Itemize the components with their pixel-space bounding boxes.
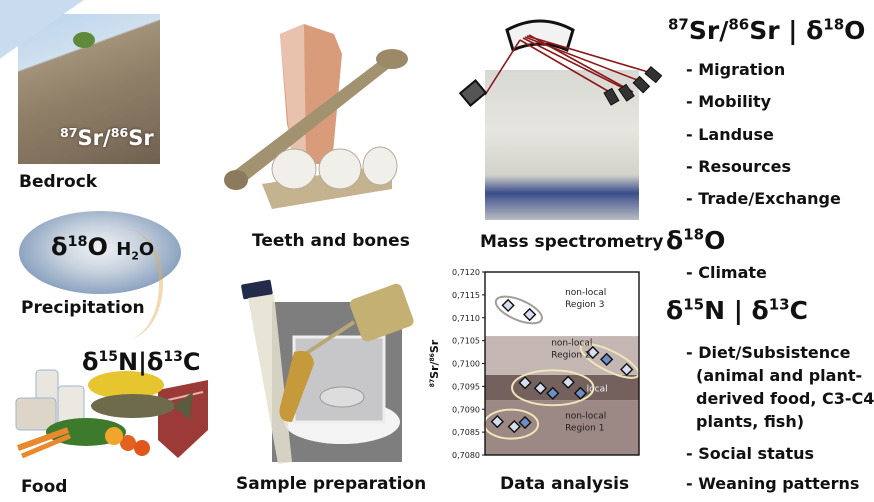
- svg-text:δ15N|δ13C: δ15N|δ13C: [82, 348, 200, 376]
- y-tick-label: 0,7080: [452, 451, 480, 460]
- precipitation-image: δ18O H2O: [19, 211, 181, 339]
- list-item: - Migration: [686, 60, 786, 79]
- group-label: Region 1: [565, 424, 604, 434]
- data-point: [533, 381, 548, 395]
- food-isotope-label: δ15N|δ13C: [82, 348, 200, 376]
- bedrock-image: 87Sr/86Sr: [0, 0, 191, 164]
- femur-icon: [224, 49, 408, 190]
- list-item: - Social status: [686, 444, 815, 463]
- list-item: - Climate: [686, 263, 767, 282]
- data-point: [600, 352, 614, 367]
- y-tick-label: 0,7110: [452, 314, 480, 323]
- data-point: [518, 376, 532, 390]
- tree-icon: [73, 32, 95, 48]
- list-item: - Trade/Exchange: [686, 189, 841, 208]
- list-item: plants, fish): [696, 412, 805, 431]
- data-point: [573, 386, 588, 400]
- data-point: [490, 414, 504, 429]
- fish-icon: [91, 392, 193, 420]
- list-item: derived food, C3-C4: [696, 389, 874, 408]
- plot-frame: [484, 271, 640, 456]
- ion-beams: [484, 34, 656, 96]
- list-item: (animal and plant-: [696, 366, 863, 385]
- milk-bottles-icon: [15, 369, 85, 431]
- data-point: [620, 362, 634, 377]
- list-item: - Weaning patterns: [686, 474, 860, 493]
- jaw-molars-icon: [262, 146, 398, 209]
- o-heading: δ18O: [666, 225, 726, 255]
- sample-tube-icon: [241, 279, 292, 464]
- data-point: [523, 307, 537, 322]
- y-tick-label: 0,7095: [452, 382, 480, 391]
- y-label-text: Sr: [428, 339, 441, 353]
- food-caption: Food: [21, 477, 68, 497]
- mass-spec-caption: Mass spectrometry: [480, 232, 664, 252]
- precipitation-isotope-label: δ18O H2O: [51, 233, 155, 263]
- teeth-caption: Teeth and bones: [252, 231, 410, 251]
- y-tick-label: 0,7100: [452, 360, 480, 369]
- band-local: [485, 374, 639, 401]
- teeth-and-bones-image: [224, 24, 408, 209]
- list-item: - Mobility: [686, 92, 772, 111]
- data-point: [586, 345, 600, 360]
- food-image: δ15N|δ13C: [15, 348, 208, 459]
- y-tick-label: 0,7120: [452, 268, 480, 277]
- sky-region: [0, 0, 191, 74]
- group-label: non-local: [565, 288, 606, 298]
- group-label: non-local: [551, 338, 592, 348]
- list-item: - Landuse: [686, 125, 774, 144]
- data-point: [561, 375, 575, 389]
- ion-source-icon: [458, 79, 488, 107]
- y-tick-label: 0,7115: [452, 291, 480, 300]
- detector-icons: [603, 65, 663, 106]
- bedrock-caption: Bedrock: [19, 172, 98, 192]
- ion-beam-diagram: [458, 19, 663, 107]
- n-c-heading: δ15N | δ13C: [666, 295, 808, 325]
- data-point: [501, 298, 515, 313]
- vegetables-icon: [16, 418, 150, 459]
- group-label: Region 2: [551, 350, 590, 360]
- y-tick-label: 0,7105: [452, 337, 480, 346]
- rainbow-icon: [89, 229, 163, 339]
- band-non-local-region-2: [485, 336, 639, 375]
- mass-spectrometry-image: [458, 10, 665, 220]
- corn-icon: [88, 371, 164, 399]
- y-axis-label: 87Sr/86Sr: [428, 339, 441, 387]
- sample-preparation-image: [241, 279, 414, 464]
- data-point: [546, 386, 560, 400]
- list-item: - Diet/Subsistence: [686, 343, 851, 362]
- group-ellipse: [511, 369, 595, 407]
- list-item: - Resources: [686, 157, 792, 176]
- bedrock-isotope-label: 87Sr/86Sr: [60, 125, 154, 150]
- precipitation-caption: Precipitation: [21, 298, 145, 318]
- group-ellipse: [494, 295, 543, 325]
- data-point: [518, 415, 532, 430]
- group-label: Region 3: [565, 300, 604, 310]
- y-label-superscript: 87: [429, 379, 436, 387]
- y-tick-label: 0,7090: [452, 405, 480, 414]
- data-point: [507, 419, 521, 434]
- y-label-text: Sr/: [428, 361, 441, 379]
- sample-prep-caption: Sample preparation: [236, 474, 427, 494]
- group-label: local: [587, 385, 608, 395]
- sr-o-heading: 87Sr/86Sr | δ18O: [668, 15, 866, 45]
- bone-sample-icon: [279, 350, 314, 422]
- y-label-superscript: 86: [429, 353, 436, 361]
- data-analysis-caption: Data analysis: [500, 474, 630, 494]
- meat-icon: [158, 380, 208, 458]
- drill-icon: [300, 283, 414, 358]
- y-tick-label: 0,7085: [452, 428, 480, 437]
- group-label: non-local: [565, 412, 606, 422]
- band-non-local-region-1: [485, 400, 639, 455]
